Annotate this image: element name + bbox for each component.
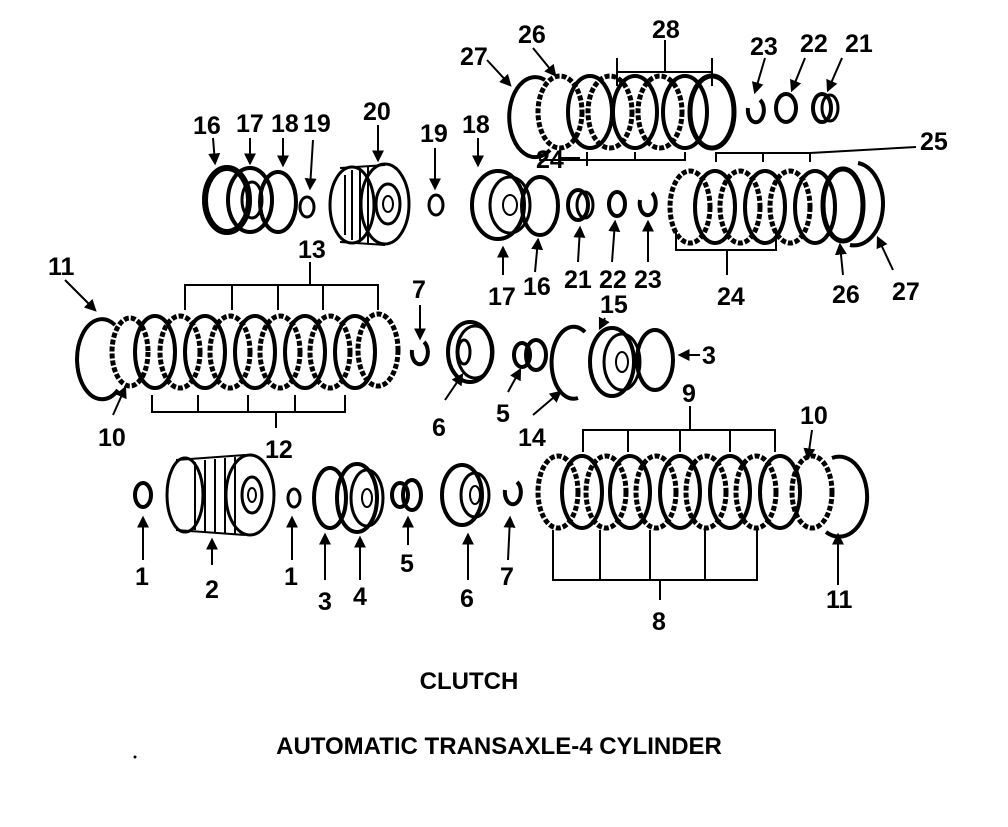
bracket-8 xyxy=(552,530,758,600)
callout-27-top: 27 xyxy=(460,43,488,71)
part-15-piston xyxy=(588,326,642,398)
part-19-washer-b xyxy=(427,193,445,217)
bracket-9 xyxy=(582,406,776,452)
part-23-snap-ring xyxy=(637,191,658,218)
callout-16: 16 xyxy=(193,112,221,140)
part-27-snap-ring-top xyxy=(507,75,552,160)
callout-11-right: 11 xyxy=(826,586,853,614)
callout-12: 12 xyxy=(265,436,293,464)
part-9-8-plate-stack xyxy=(535,453,835,531)
callout-3: 3 xyxy=(318,588,332,616)
callout-26-top: 26 xyxy=(518,21,546,49)
part-22-washer-top xyxy=(774,92,798,124)
diagram-subtitle: AUTOMATIC TRANSAXLE-4 CYLINDER xyxy=(276,733,722,760)
callout-21-top: 21 xyxy=(845,30,873,58)
part-4-piston xyxy=(335,462,385,534)
bracket-28 xyxy=(616,40,713,86)
part-1-washer xyxy=(133,481,153,509)
callout-2: 2 xyxy=(205,576,219,604)
part-13-12-plate-stack xyxy=(109,311,401,391)
callout-1: 1 xyxy=(135,563,149,591)
callout-6-mid: 6 xyxy=(432,414,446,442)
part-19-washer xyxy=(298,195,316,219)
part-20-clutch-hub xyxy=(328,162,411,246)
diagram-title: CLUTCH xyxy=(419,668,519,695)
part-22-washer xyxy=(607,190,627,218)
callout-27-b: 27 xyxy=(892,278,920,306)
part-28-plate-set xyxy=(535,73,737,151)
callout-19-b: 19 xyxy=(420,120,448,148)
part-6-retainer-mid xyxy=(446,320,495,384)
callout-13: 13 xyxy=(298,236,326,264)
part-5-spring-mid xyxy=(512,338,548,372)
callout-16-b: 16 xyxy=(523,273,551,301)
part-2-drum xyxy=(165,453,276,537)
callout-25: 25 xyxy=(920,128,948,156)
callout-17: 17 xyxy=(236,110,264,138)
callout-3-mid: 3 xyxy=(702,342,716,370)
callout-24-top: 24 xyxy=(536,146,564,174)
callout-7: 7 xyxy=(500,563,514,591)
callout-10-right: 10 xyxy=(800,402,828,430)
callout-22-b: 22 xyxy=(599,266,627,294)
callout-20: 20 xyxy=(363,98,391,126)
part-6-retainer xyxy=(440,463,491,527)
part-16-snap-ring xyxy=(202,165,252,235)
bracket-24-bottom xyxy=(675,230,777,275)
callout-5-mid: 5 xyxy=(496,400,510,428)
callout-4: 4 xyxy=(353,583,367,611)
callout-11-left: 11 xyxy=(48,253,75,281)
callout-15: 15 xyxy=(600,291,628,319)
part-21-spring-top xyxy=(811,92,840,124)
part-21-spring xyxy=(566,188,595,222)
callout-5: 5 xyxy=(400,550,414,578)
part-24-plate-set xyxy=(667,166,866,246)
callout-23-b: 23 xyxy=(634,266,662,294)
part-7-snap-ring xyxy=(502,480,523,507)
callout-19: 19 xyxy=(303,110,331,138)
part-3-seal-mid xyxy=(635,328,675,392)
part-3-seal xyxy=(312,466,348,530)
part-23-snap-ring-top xyxy=(745,98,766,125)
part-16-snap-ring-b xyxy=(520,175,560,237)
callout-8: 8 xyxy=(652,608,666,636)
part-7-snap-ring-mid xyxy=(409,340,430,367)
callout-17-b: 17 xyxy=(488,283,516,311)
callout-23-top: 23 xyxy=(750,33,778,61)
callout-18: 18 xyxy=(271,110,299,138)
leader-arrows xyxy=(64,47,894,585)
callout-21-b: 21 xyxy=(564,266,592,294)
callout-9: 9 xyxy=(682,380,696,408)
bracket-12 xyxy=(151,395,346,428)
bracket-24-top xyxy=(539,152,686,166)
callout-6: 6 xyxy=(460,585,474,613)
callout-7-mid: 7 xyxy=(412,276,426,304)
bracket-13 xyxy=(184,262,379,310)
part-11-snap-ring-left xyxy=(75,317,120,402)
callout-10-left: 10 xyxy=(98,424,126,452)
callout-labels: 16 17 18 19 20 19 18 27 26 28 23 22 21 2… xyxy=(48,16,948,636)
part-5-spring xyxy=(390,478,423,512)
callout-18-b: 18 xyxy=(462,111,490,139)
callout-26-b: 26 xyxy=(832,281,860,309)
callout-14: 14 xyxy=(518,424,546,452)
part-27-snap-ring-right xyxy=(849,161,885,248)
callout-22-top: 22 xyxy=(800,30,828,58)
callout-28: 28 xyxy=(652,16,680,44)
part-1-washer-b xyxy=(286,487,302,509)
stray-dot xyxy=(133,755,137,759)
part-14-snap-ring xyxy=(549,324,587,401)
callout-24-b: 24 xyxy=(717,283,745,311)
bracket-25 xyxy=(715,146,917,162)
part-18-seal xyxy=(258,170,298,234)
callout-1-b: 1 xyxy=(284,563,298,591)
